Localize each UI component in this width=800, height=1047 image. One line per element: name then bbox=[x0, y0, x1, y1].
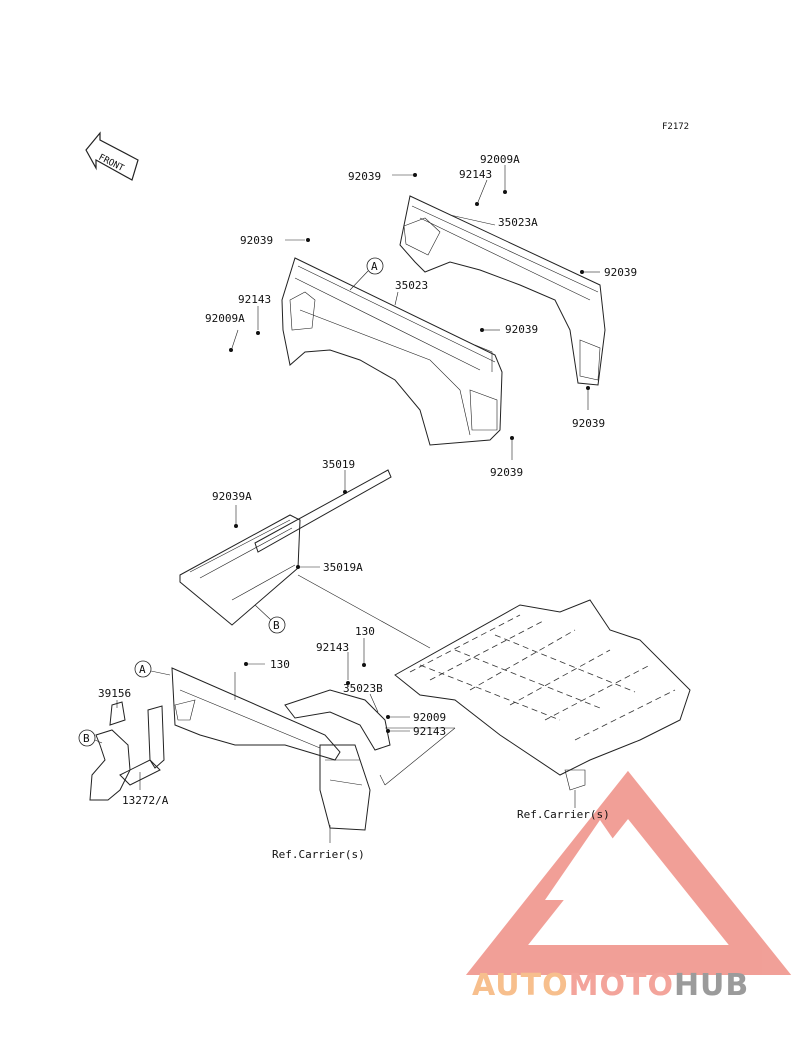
part-label: 92009 bbox=[413, 711, 446, 724]
callout-a-2: A bbox=[134, 660, 171, 678]
svg-text:B: B bbox=[83, 732, 90, 745]
panel-35019a bbox=[179, 514, 301, 626]
part-label: 92143 bbox=[238, 293, 271, 306]
ref-carrier-label: Ref.Carrier(s) bbox=[272, 848, 365, 861]
callout-b-1: B bbox=[254, 604, 286, 634]
part-label: 35023 bbox=[395, 279, 428, 292]
connector-lines bbox=[234, 574, 576, 843]
watermark-logo: AUTOMOTOHUB bbox=[465, 770, 792, 1003]
part-label: 35023B bbox=[343, 682, 383, 695]
part-label: 92039A bbox=[212, 490, 252, 503]
cargo-bed bbox=[394, 599, 691, 791]
part-label: 92143 bbox=[459, 168, 492, 181]
part-label: 92039 bbox=[490, 466, 523, 479]
part-label: 92039 bbox=[240, 234, 273, 247]
svg-text:A: A bbox=[371, 260, 378, 273]
part-labels: 92039 92009A 92143 35023A 92039 92039 92… bbox=[98, 153, 637, 861]
part-label: 92143 bbox=[316, 641, 349, 654]
side-panel bbox=[171, 667, 341, 761]
part-label: 92039 bbox=[572, 417, 605, 430]
svg-text:A: A bbox=[139, 663, 146, 676]
rail-35019 bbox=[254, 469, 392, 553]
leader-lines bbox=[116, 165, 600, 790]
watermark-auto: AUTOMOTOHUB bbox=[472, 968, 749, 1003]
part-label: 92039 bbox=[348, 170, 381, 183]
fender-35023a bbox=[399, 195, 606, 386]
part-label: 92039 bbox=[505, 323, 538, 336]
part-label: 35019 bbox=[322, 458, 355, 471]
fender-35023 bbox=[281, 257, 503, 446]
part-label: 35019A bbox=[323, 561, 363, 574]
front-arrow-icon: FRONT bbox=[85, 131, 139, 181]
part-label: 13272/A bbox=[122, 794, 169, 807]
part-label: 35023A bbox=[498, 216, 538, 229]
part-label: 130 bbox=[270, 658, 290, 671]
bracket-13272a bbox=[119, 705, 165, 786]
part-label: 39156 bbox=[98, 687, 131, 700]
part-label: 92039 bbox=[604, 266, 637, 279]
svg-text:B: B bbox=[273, 619, 280, 632]
part-label: 92143 bbox=[413, 725, 446, 738]
part-label: 92009A bbox=[205, 312, 245, 325]
callout-a-1: A bbox=[349, 257, 384, 291]
part-label: 130 bbox=[355, 625, 375, 638]
figure-code: F2172 bbox=[662, 122, 689, 132]
part-label: 92009A bbox=[480, 153, 520, 166]
inner-fender-35023b bbox=[284, 689, 391, 831]
callout-b-2: B bbox=[78, 729, 103, 747]
ref-carrier-label: Ref.Carrier(s) bbox=[517, 808, 610, 821]
seal-39156 bbox=[89, 701, 131, 801]
